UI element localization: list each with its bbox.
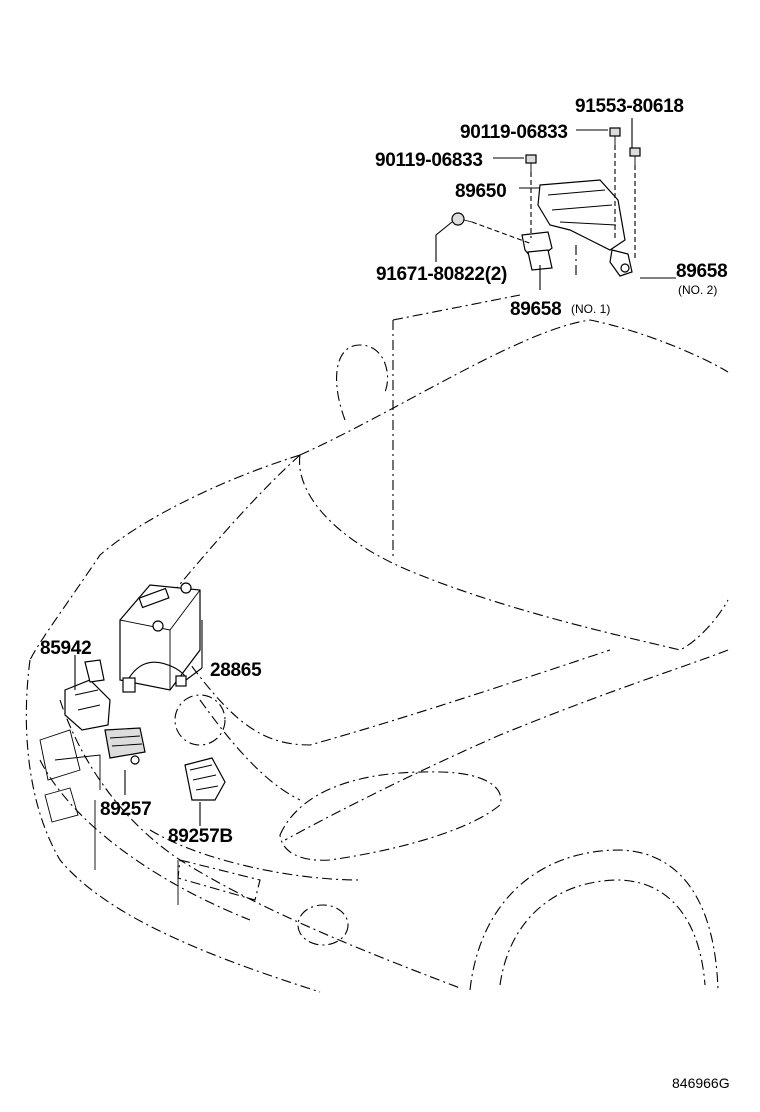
bolt-icon (451, 212, 473, 226)
bolt-icon (629, 147, 641, 165)
callout-89650: 89650 (455, 181, 506, 202)
callout-leaders (74, 118, 676, 826)
callout-91671-80822: 91671-80822(2) (376, 264, 507, 285)
callout-89658-no2: 89658 (676, 261, 727, 282)
callout-89658-no2-note: (NO. 2) (678, 283, 717, 297)
callout-28865: 28865 (210, 660, 262, 681)
locator-lines (392, 245, 577, 560)
bolt-icon (609, 127, 621, 145)
bracket-assembly (451, 127, 641, 277)
callout-89257b: 89257B (168, 826, 233, 847)
callout-91553-80618: 91553-80618 (575, 96, 684, 117)
engine-bay-components (39, 582, 226, 823)
callout-90119-06833-lower: 90119-06833 (375, 150, 483, 171)
callout-89658-no1-note: (NO. 1) (571, 302, 610, 316)
diagram-code: 846966G (672, 1075, 730, 1091)
callout-90119-06833-upper: 90119-06833 (460, 122, 568, 143)
callout-89658-no1: 89658 (510, 299, 561, 320)
vehicle-outline (25, 319, 729, 993)
callout-89257: 89257 (100, 799, 151, 820)
callout-85942: 85942 (40, 638, 91, 659)
bolt-icon (525, 154, 537, 172)
